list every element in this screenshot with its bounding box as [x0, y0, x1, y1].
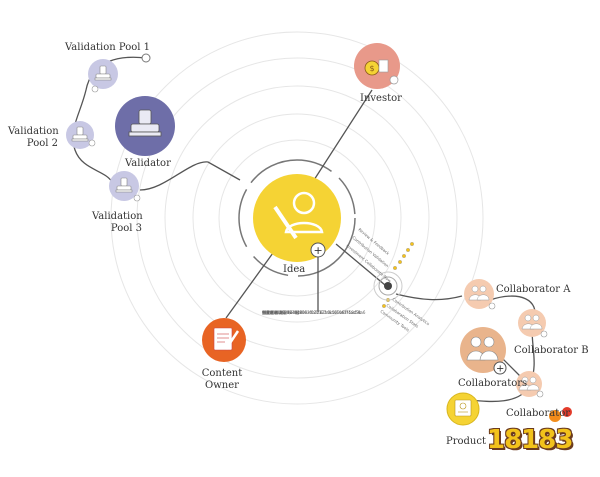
- collaborators-label: Collaborators: [458, 378, 528, 389]
- endpoint-dot: [141, 53, 151, 63]
- validation-chain: [72, 56, 147, 183]
- product-node[interactable]: [446, 392, 480, 426]
- info-row: 授权证明编号 a1d0c6e83f027327d8461063f4ac58a6: [262, 310, 366, 315]
- content-owner-node[interactable]: [202, 318, 246, 362]
- validation-pool-2-line-2: Pool 2: [26, 138, 58, 149]
- ring-1: [110, 31, 484, 405]
- collab-chain: [469, 295, 536, 403]
- people-icon: [466, 336, 499, 361]
- collaborator-a-node[interactable]: [464, 279, 496, 310]
- idea-node[interactable]: +: [253, 174, 341, 262]
- investor-link: [313, 89, 373, 181]
- user-pen-icon: [273, 191, 324, 240]
- stamp-icon: [71, 126, 89, 142]
- validation-pool-2-line-1: Validation: [8, 126, 59, 137]
- watermark-logo: 18183: [487, 425, 573, 455]
- people-icon: [468, 285, 490, 301]
- validation-pool-1-label: Validation Pool 1: [65, 42, 150, 53]
- collaborators-node[interactable]: +: [460, 327, 507, 375]
- add-button-glyph: +: [314, 244, 323, 257]
- validation-pool-3-line-2: Pool 3: [110, 223, 142, 234]
- investor-label: Investor: [360, 93, 402, 104]
- validator-label: Validator: [125, 158, 171, 169]
- watermark-mascot-icon: [549, 407, 572, 422]
- info-row: 创意作者: [262, 310, 278, 315]
- add-icon[interactable]: [88, 139, 96, 147]
- stamp-icon: [128, 109, 162, 137]
- add-button[interactable]: [493, 361, 507, 375]
- stamp-icon: [115, 177, 133, 193]
- content-owner-label: Content Owner: [202, 368, 243, 392]
- collaborator-label: Collaborator: [506, 408, 571, 419]
- add-icon[interactable]: [133, 194, 141, 202]
- info-row: 上传时间 1527779880: [262, 310, 305, 315]
- svg-text:$: $: [370, 64, 375, 73]
- people-icon: [518, 376, 540, 391]
- info-row: 创意名称 为城市一层: [262, 310, 300, 315]
- ring-2: [136, 57, 458, 379]
- collaborator-b-label: Collaborator B: [514, 345, 589, 356]
- info-row: 创意唯一项目 a4ca4256a0b0282b0c509a8f75849b: [262, 310, 362, 315]
- add-icon[interactable]: [91, 85, 99, 93]
- stamp-icon: [94, 65, 112, 81]
- idea-outer-ring: [238, 159, 356, 277]
- validation-pool-1-node[interactable]: [88, 53, 151, 93]
- content-owner-line-2: Owner: [205, 380, 239, 391]
- hub-link: [335, 243, 386, 286]
- collaborator-b-node[interactable]: [518, 309, 548, 338]
- people-icon: [521, 314, 543, 330]
- owner-link: [225, 245, 279, 319]
- hub-target: [373, 271, 403, 301]
- hub-dots: [381, 241, 415, 309]
- validation-pool-2-label: Validation Pool 2: [8, 126, 59, 150]
- product-label: Product: [446, 436, 486, 447]
- collab-link: [395, 293, 463, 301]
- ring-3: [164, 85, 430, 351]
- add-icon[interactable]: [540, 330, 548, 338]
- add-button-glyph: +: [496, 364, 504, 375]
- collaborator-a-label: Collaborator A: [496, 284, 571, 295]
- content-owner-line-1: Content: [201, 368, 243, 379]
- info-row: 智能人 XUK: [262, 310, 284, 315]
- product-icon: [454, 399, 472, 417]
- info-row: 创意版本 0.1.0: [262, 310, 290, 315]
- validation-pool-3-line-1: Validation: [92, 211, 143, 222]
- ring-4: [192, 113, 402, 323]
- ring-5: [218, 139, 376, 297]
- validation-pool-3-node[interactable]: [109, 171, 141, 202]
- investor-node[interactable]: $: [354, 43, 400, 89]
- collaborator-node[interactable]: [516, 371, 544, 398]
- add-icon[interactable]: [389, 75, 399, 85]
- idea-label: Idea: [283, 264, 306, 275]
- add-icon[interactable]: [488, 302, 496, 310]
- concentric-rings: [110, 31, 484, 405]
- validator-node[interactable]: [115, 96, 175, 156]
- validator-link: [139, 161, 241, 191]
- validation-pool-2-node[interactable]: [66, 121, 96, 149]
- money-bag-icon: $: [364, 59, 389, 76]
- add-icon[interactable]: [536, 390, 544, 398]
- document-pen-icon: [213, 327, 240, 351]
- add-button[interactable]: [310, 242, 326, 258]
- validation-pool-3-label: Validation Pool 3: [92, 211, 143, 235]
